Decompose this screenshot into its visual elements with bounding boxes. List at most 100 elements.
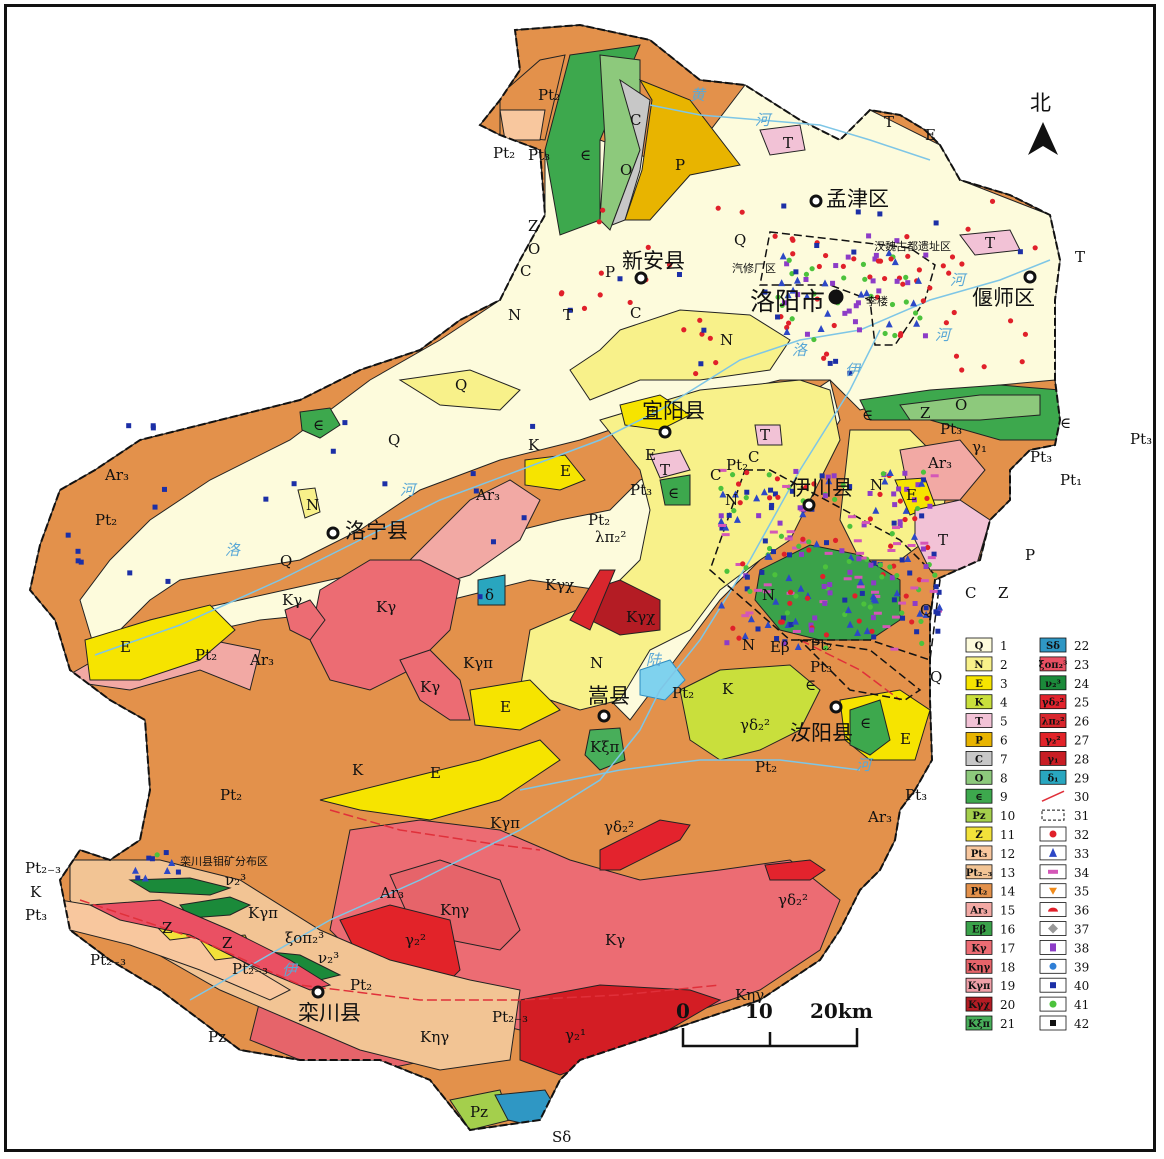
city-marker-yiyang (658, 425, 672, 439)
legend-symbol: Kξπ (968, 1019, 990, 1030)
legend-item-37: 37 (1039, 921, 1089, 937)
navy-square-icon (1050, 982, 1056, 989)
blue-triangle-marker (789, 286, 797, 294)
red-dot-marker (559, 290, 565, 296)
red-dot-marker (951, 309, 957, 316)
city-marker-mengjin (809, 194, 823, 208)
legend-swatch (965, 883, 993, 899)
purple-square-marker (822, 493, 828, 499)
blue-triangle-marker (803, 292, 811, 300)
blue-triangle-marker (168, 858, 176, 866)
label-luanchuan-mo: 栾川县钼矿分布区 (180, 854, 268, 868)
legend-symbol: Q (975, 641, 984, 652)
navy-square-marker (78, 559, 84, 565)
legend-symbol: T (975, 717, 983, 728)
legend-symbol: Kγπ (968, 981, 991, 992)
legend-number: 26 (1074, 715, 1089, 729)
pink-rect-marker (762, 590, 771, 594)
pink-rect-marker (890, 647, 899, 651)
yellow-river (649, 104, 931, 161)
pink-rect-marker (930, 474, 939, 478)
gray-diamond-icon (1048, 923, 1058, 934)
legend-swatch (965, 807, 993, 823)
legend-number: 33 (1074, 847, 1089, 861)
pink-rect-marker (745, 611, 754, 615)
unit-K-1: K (528, 436, 540, 454)
unit-P-3: P (1025, 546, 1035, 564)
blue-triangle-marker (760, 488, 768, 496)
navy-square-marker (470, 471, 476, 477)
legend-number: 5 (1000, 715, 1008, 729)
legend-number: 41 (1074, 998, 1089, 1012)
unit-d: δ (485, 586, 494, 604)
legend-number: 10 (1000, 809, 1015, 823)
navy-square-marker (149, 856, 155, 862)
legend-symbol: Z (975, 830, 982, 841)
green-dot-marker (772, 572, 778, 578)
red-dot-marker (888, 543, 894, 549)
red-dot-marker (627, 299, 633, 306)
red-dot-marker (800, 536, 806, 542)
legend-number: 14 (1000, 885, 1016, 899)
navy-square-marker (933, 584, 939, 590)
red-dot-marker (916, 577, 922, 583)
legend-swatch (965, 713, 993, 728)
unit-Q-5: Q (920, 601, 932, 619)
green-dot-marker (811, 291, 817, 297)
navy-square-marker (759, 569, 765, 575)
red-dot-marker (737, 500, 743, 506)
navy-square-marker (842, 597, 848, 603)
label-hanwei: 汉魏古都遗址区 (874, 239, 951, 253)
green-dot-marker (892, 332, 898, 339)
green-dot-marker (889, 531, 895, 537)
pink-rect-marker (920, 541, 929, 545)
pink-rect-marker (792, 546, 801, 550)
legend-number: 30 (1074, 790, 1089, 804)
pink-rect-marker (893, 542, 902, 546)
red-dot-marker (903, 593, 909, 599)
red-dot-marker (959, 261, 965, 267)
boundary-outline (28, 23, 1062, 1132)
legend-symbol: γ₂² (1045, 736, 1060, 747)
red-dot-marker (959, 367, 965, 373)
purple-square-marker (870, 278, 876, 284)
red-dot-marker (927, 285, 933, 291)
unit-v-2: ν₂³ (318, 949, 339, 967)
navy-square-marker (755, 626, 761, 632)
legend-symbol: ξοπ₂³ (1039, 660, 1068, 671)
legend-number: 15 (1000, 904, 1015, 918)
red-dot-marker (811, 481, 817, 487)
red-dot-marker (816, 263, 822, 270)
unit-gd-2: γδ₂² (604, 818, 634, 836)
legend-symbol: γδ₂² (1042, 698, 1064, 709)
legend-swatch (1039, 713, 1067, 728)
legend-number: 17 (1000, 941, 1015, 955)
red-dot-marker (774, 476, 781, 482)
blue-triangle-marker (779, 252, 787, 260)
region-Cam-ruyang (849, 699, 891, 756)
green-dot-marker (789, 316, 795, 322)
red-dot-marker (820, 573, 826, 580)
legend-number: 32 (1074, 828, 1089, 842)
red-dot-marker (856, 618, 862, 624)
legend-symbol: Pt₂ (971, 887, 988, 898)
legend-number: 40 (1074, 979, 1089, 993)
blue-triangle-marker (886, 469, 894, 477)
blue-triangle-marker (772, 597, 780, 605)
navy-square-marker (789, 488, 795, 494)
unit-gd-3: γδ₂² (778, 891, 808, 909)
purple-square-marker (831, 473, 837, 479)
legend-symbol: Pt₃ (971, 849, 988, 860)
river-label-he4: 河 (400, 481, 418, 499)
purple-square-marker (799, 551, 805, 557)
legend-swatch (965, 675, 993, 691)
navy-square-marker (75, 558, 81, 564)
navy-square-marker (774, 636, 780, 642)
purple-square-marker (894, 278, 900, 284)
legend-swatch (1039, 637, 1067, 653)
legend-swatch (965, 845, 993, 861)
unit-T-8: T (938, 531, 948, 549)
navy-square-marker (477, 594, 483, 600)
legend-item-33: 33 (1039, 845, 1089, 861)
